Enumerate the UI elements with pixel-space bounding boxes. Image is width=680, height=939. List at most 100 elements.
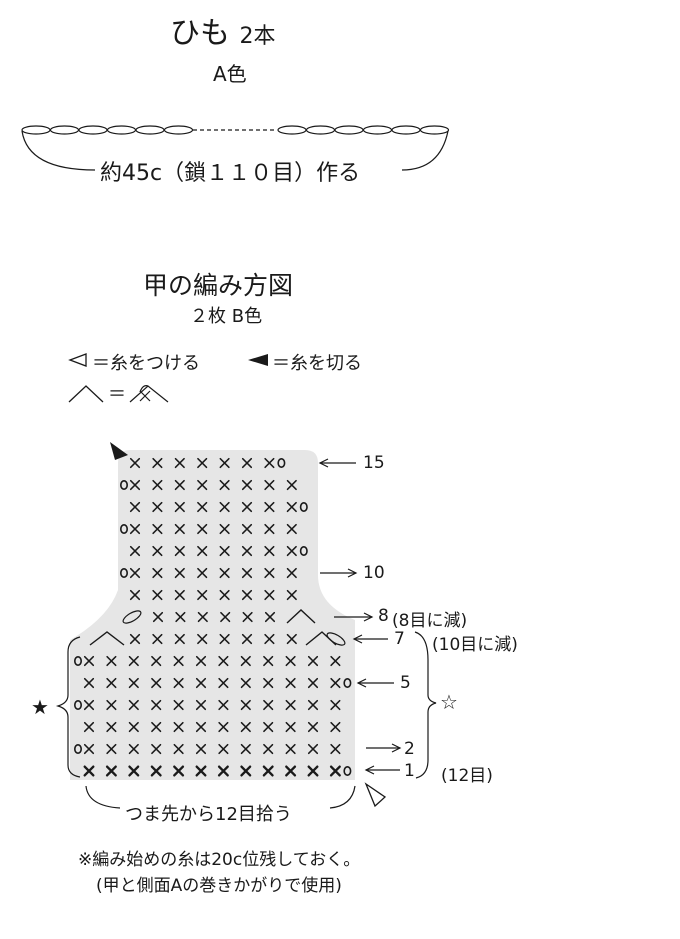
- single-crochet-mark: [218, 699, 229, 711]
- single-crochet-mark: [152, 633, 163, 645]
- row-label-5: 5: [400, 673, 411, 693]
- single-crochet-mark: [219, 545, 230, 557]
- arrow-left-icon: [352, 634, 388, 644]
- single-crochet-mark: [152, 567, 163, 579]
- single-crochet-mark: [174, 479, 185, 491]
- single-crochet-mark: [128, 699, 139, 711]
- single-crochet-mark: [173, 721, 184, 733]
- single-crochet-mark: [264, 545, 275, 557]
- single-crochet-mark: [307, 677, 319, 689]
- single-crochet-mark: [286, 633, 297, 645]
- single-crochet-mark: [264, 633, 275, 645]
- chain-loop-row7: [326, 632, 346, 646]
- single-crochet-mark: [129, 633, 141, 645]
- row-label-7: 7: [394, 629, 405, 649]
- row-label-1-note: (12目): [441, 766, 493, 786]
- single-crochet-mark: [219, 567, 230, 579]
- single-crochet-mark: [263, 743, 274, 755]
- cut-yarn-icon: [248, 354, 268, 366]
- single-crochet-mark: [195, 743, 207, 755]
- single-crochet-mark: [174, 457, 185, 469]
- single-crochet-mark: [285, 677, 296, 689]
- single-crochet-mark: [195, 765, 207, 777]
- chain-loop: [78, 125, 108, 135]
- single-crochet-mark: [218, 721, 229, 733]
- single-crochet-mark: [197, 589, 208, 601]
- single-crochet-mark: [241, 457, 253, 469]
- single-crochet-mark: [106, 699, 117, 711]
- chain-loop: [362, 125, 393, 135]
- cut-yarn-marker: [110, 442, 128, 460]
- arrow-right-icon: [334, 612, 374, 622]
- single-crochet-mark: [219, 589, 230, 601]
- single-crochet-mark: [152, 523, 163, 535]
- chain-loop: [391, 125, 421, 135]
- single-crochet-mark: [197, 479, 208, 491]
- single-crochet-mark: [285, 721, 296, 733]
- string-title-text: ひも: [170, 16, 230, 51]
- single-crochet-mark: [129, 501, 141, 513]
- single-crochet-mark: [263, 721, 274, 733]
- single-crochet-mark: [240, 677, 251, 689]
- single-crochet-mark: [195, 655, 207, 667]
- right-bracket: [414, 631, 437, 779]
- single-crochet-mark: [152, 589, 163, 601]
- single-crochet-mark: [263, 655, 274, 667]
- row-label-8: 8: [378, 606, 389, 626]
- single-crochet-mark: [286, 523, 297, 535]
- single-crochet-mark: [175, 611, 186, 623]
- chain-mark-right: [343, 765, 352, 776]
- single-crochet-mark: [286, 479, 297, 491]
- single-crochet-mark: [241, 501, 253, 513]
- row-label-7-note: (10目に減): [432, 635, 518, 655]
- single-crochet-mark: [330, 699, 341, 711]
- single-crochet-mark: [219, 633, 230, 645]
- single-crochet-mark: [128, 655, 139, 667]
- upper-subtitle: ２枚 B色: [190, 306, 263, 327]
- chain-loop: [135, 125, 165, 135]
- single-crochet-mark: [240, 721, 251, 733]
- single-crochet-mark: [174, 589, 185, 601]
- row-label-1: 1: [404, 761, 415, 781]
- single-crochet-mark: [264, 523, 275, 535]
- chain-mark-right: [343, 677, 352, 688]
- single-crochet-mark: [219, 501, 230, 513]
- single-crochet-mark: [106, 655, 117, 667]
- single-crochet-mark: [195, 721, 207, 733]
- chain-loop: [334, 125, 364, 135]
- single-crochet-mark: [173, 699, 184, 711]
- single-crochet-mark: [129, 523, 141, 535]
- single-crochet-mark: [152, 611, 164, 623]
- string-title: ひも 2本: [170, 8, 276, 52]
- single-crochet-mark: [264, 567, 275, 579]
- single-crochet-mark: [240, 765, 252, 777]
- single-crochet-mark: [264, 457, 275, 469]
- single-crochet-mark: [173, 655, 184, 667]
- upper-title: 甲の編み方図: [143, 271, 294, 300]
- single-crochet-mark: [263, 699, 274, 711]
- note-line-1: ※編み始めの糸は20c位残しておく。: [78, 850, 361, 870]
- chain-mark-left: [120, 479, 129, 490]
- single-crochet-mark: [106, 677, 117, 689]
- single-crochet-mark: [263, 677, 274, 689]
- single-crochet-mark: [128, 765, 140, 777]
- single-crochet-mark: [240, 655, 251, 667]
- string-count: 2本: [239, 24, 276, 49]
- chain-note: 約45c（鎖１１０目）作る: [100, 161, 361, 186]
- single-crochet-mark: [241, 633, 253, 645]
- single-crochet-mark: [197, 633, 208, 645]
- arrow-right-icon: [320, 568, 358, 578]
- single-crochet-mark: [128, 721, 139, 733]
- note-line-2: (甲と側面Aの巻きかがりで使用): [96, 876, 342, 896]
- single-crochet-mark: [240, 699, 251, 711]
- single-crochet-mark: [151, 699, 162, 711]
- single-crochet-mark: [195, 677, 207, 689]
- single-crochet-mark: [151, 677, 162, 689]
- single-crochet-mark: [129, 479, 141, 491]
- single-crochet-mark: [151, 743, 162, 755]
- chain-mark-left: [120, 523, 129, 534]
- chain-mark-right: [277, 457, 286, 468]
- single-crochet-mark: [219, 479, 230, 491]
- single-crochet-mark: [286, 501, 297, 513]
- single-crochet-mark: [220, 611, 231, 623]
